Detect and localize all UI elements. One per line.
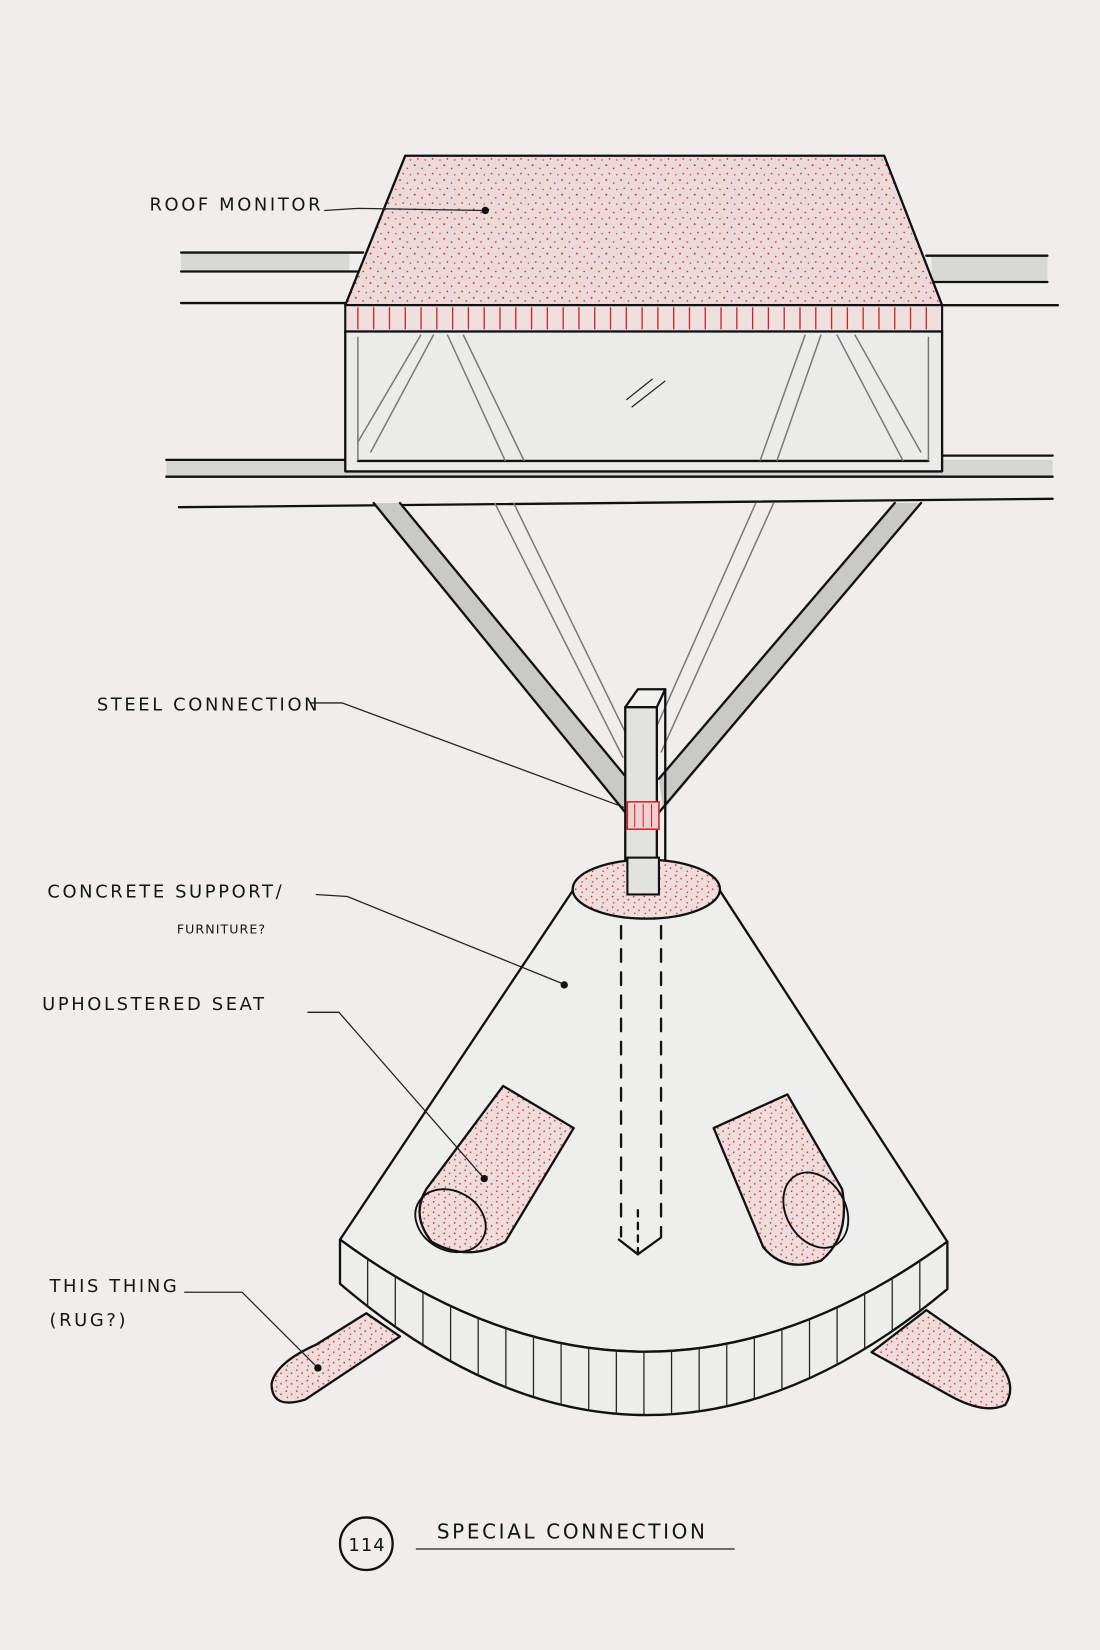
label-furniture: FURNITURE?	[177, 921, 266, 936]
label-roof-monitor: ROOF MONITOR	[149, 194, 323, 215]
label-concrete-support: CONCRETE SUPPORT/	[47, 882, 284, 903]
sheet-number: 114	[348, 1535, 385, 1556]
roof-monitor	[344, 154, 944, 473]
inverted-truss	[372, 501, 923, 814]
leader-lines	[184, 206, 627, 1372]
upholstered-seat-right	[712, 1093, 850, 1266]
rug-left	[270, 1312, 402, 1404]
concrete-support-cone	[338, 856, 949, 1417]
title-block: 114 SPECIAL CONNECTION	[338, 1516, 735, 1572]
upholstered-seat-left	[414, 1084, 575, 1254]
ring-hatching	[367, 1258, 921, 1416]
label-this-thing: THIS THING	[48, 1276, 179, 1297]
sheet-title: SPECIAL CONNECTION	[437, 1519, 708, 1543]
label-rug: (RUG?)	[49, 1310, 128, 1331]
label-upholstered-seat: UPHOLSTERED SEAT	[42, 994, 267, 1015]
rug-right	[870, 1308, 1012, 1410]
label-steel-connection: STEEL CONNECTION	[97, 694, 320, 715]
